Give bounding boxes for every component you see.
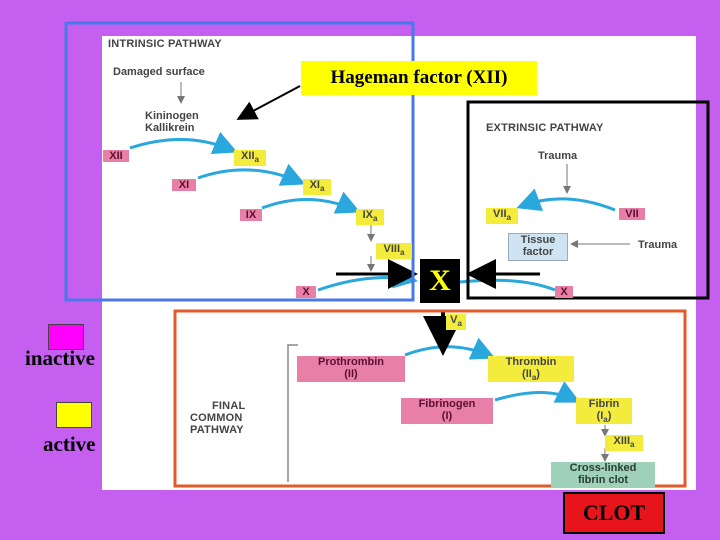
legend-inactive-swatch xyxy=(48,324,84,350)
factor-xii-box: XII xyxy=(103,150,129,162)
factor-viia-box: VIIa xyxy=(486,208,518,225)
legend-active-swatch xyxy=(56,402,92,428)
damaged-surface-label: Damaged surface xyxy=(113,66,205,78)
factor-xi-box: XI xyxy=(172,179,196,191)
kininogen-label: Kininogen xyxy=(145,110,199,122)
extrinsic-title: EXTRINSIC PATHWAY xyxy=(486,122,604,134)
prothrombin-box: Prothrombin(II) xyxy=(297,356,405,382)
final-common-title: FINAL COMMON PATHWAY xyxy=(190,400,246,436)
factor-vii-box: VII xyxy=(619,208,645,220)
factor-x-intrinsic-box: X xyxy=(296,286,316,298)
tissue-factor-box: Tissue factor xyxy=(508,233,568,261)
clot-label-box: CLOT xyxy=(563,492,665,534)
factor-xiiia-box: XIIIa xyxy=(605,435,643,452)
factor-ix-box: IX xyxy=(240,209,262,221)
legend-active-label: active xyxy=(43,432,96,456)
kallikrein-label: Kallikrein xyxy=(145,122,195,134)
factor-x-center-box: X xyxy=(420,259,460,303)
factor-xia-box: XIa xyxy=(303,179,331,196)
factor-va-box: Va xyxy=(446,314,466,331)
thrombin-box: Thrombin(IIa) xyxy=(488,356,574,382)
intrinsic-title: INTRINSIC PATHWAY xyxy=(108,38,222,50)
fibrin-box: Fibrin(Ia) xyxy=(576,398,632,424)
hageman-factor-label: Hageman factor (XII) xyxy=(301,61,537,95)
trauma-right-label: Trauma xyxy=(638,239,678,251)
factor-viiia-box: VIIIa xyxy=(376,243,412,260)
fibrinogen-box: Fibrinogen(I) xyxy=(401,398,493,424)
factor-x-extrinsic-box: X xyxy=(555,286,573,298)
legend-inactive-label: inactive xyxy=(25,346,95,370)
trauma-top-label: Trauma xyxy=(538,150,578,162)
factor-ixa-box: IXa xyxy=(356,209,384,226)
factor-xiia-box: XIIa xyxy=(234,150,266,167)
